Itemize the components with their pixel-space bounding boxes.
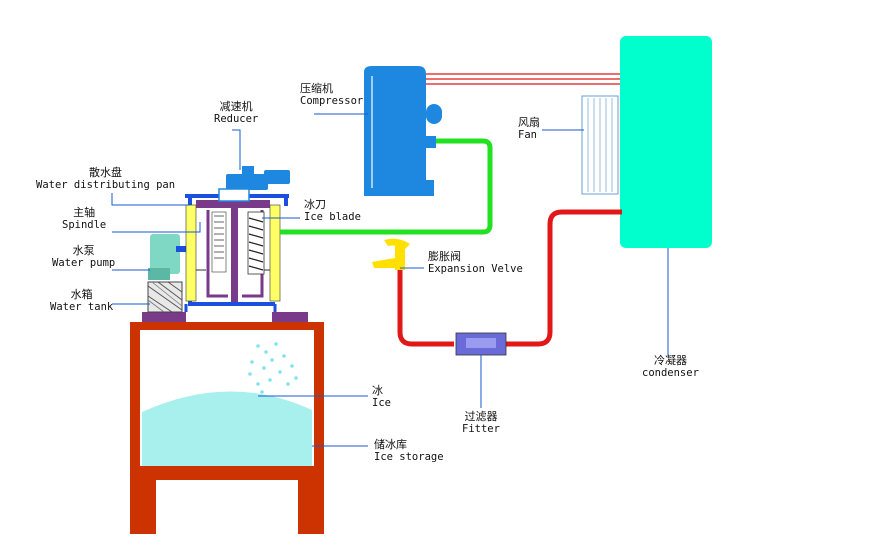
- label-water-distributing-pan: 散水盘 Water distributing pan: [36, 166, 176, 191]
- ice-pile: [142, 391, 312, 466]
- evaporator-assembly: [185, 188, 281, 302]
- evaporator-right-wall: [269, 204, 281, 302]
- label-expansion-valve: 膨胀阀 Expansion Velve: [428, 250, 523, 275]
- water-tank: [147, 281, 183, 313]
- label-condenser: 冷凝器 condenser: [642, 354, 699, 379]
- condenser: [620, 36, 712, 248]
- compressor: [364, 66, 442, 196]
- reducer: [218, 166, 290, 202]
- liquid-line: [397, 209, 622, 347]
- spindle-shaft: [231, 188, 238, 302]
- storage-leg-left: [130, 470, 156, 534]
- label-water-tank: 水箱 Water tank: [50, 288, 114, 313]
- falling-ice: [248, 342, 298, 394]
- label-reducer: 减速机 Reducer: [214, 100, 259, 125]
- label-compressor: 压缩机 Compressor: [300, 82, 364, 107]
- storage-top-plate-left: [142, 312, 186, 322]
- storage-leg-right: [298, 470, 324, 534]
- water-pump: [148, 234, 188, 280]
- suction-line: [280, 138, 493, 235]
- label-fan: 风扇 Fan: [518, 116, 540, 141]
- label-ice-blade: 冰刀 Ice blade: [304, 198, 361, 223]
- leader-lines: [111, 113, 669, 447]
- label-water-pump: 水泵 Water pump: [52, 244, 116, 269]
- storage-top-plate-right: [272, 312, 308, 322]
- ice-storage-bin: [130, 312, 324, 534]
- evaporator-left-wall: [185, 204, 197, 302]
- fan: [581, 95, 619, 195]
- expansion-valve: [372, 238, 410, 270]
- label-spindle: 主轴 Spindle: [62, 206, 107, 231]
- label-ice: 冰 Ice: [372, 384, 391, 409]
- filter: [455, 332, 507, 356]
- discharge-lines: [426, 73, 622, 85]
- label-filter: 过滤器 Fitter: [462, 410, 500, 435]
- label-ice-storage: 储冰库 Ice storage: [374, 438, 444, 463]
